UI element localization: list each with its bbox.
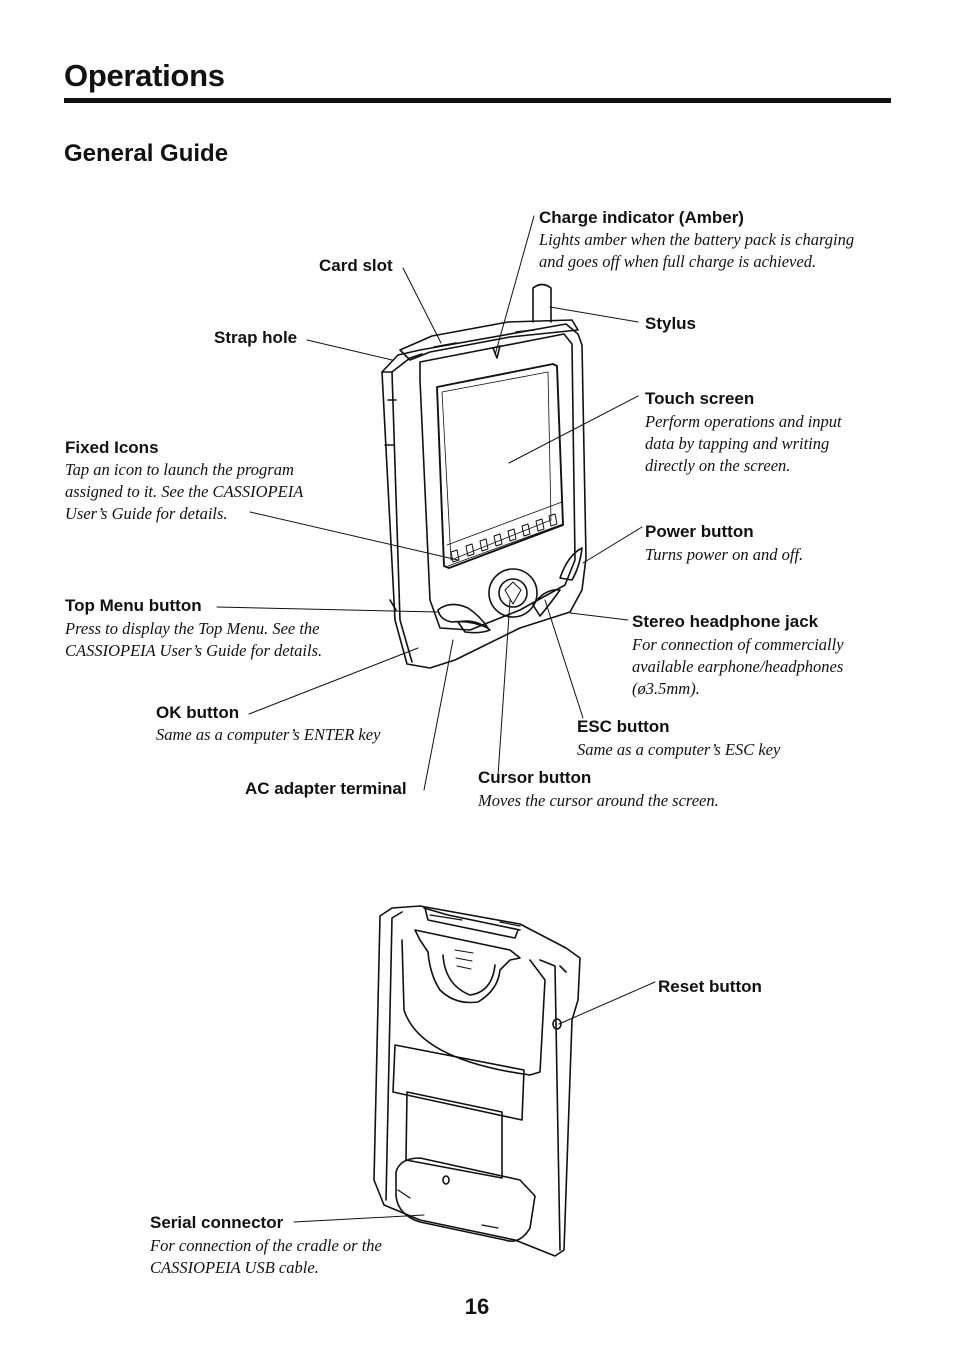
device-back-view — [373, 905, 581, 1257]
cursor-button-label: Cursor button — [478, 768, 592, 787]
leader-card-slot — [402, 267, 442, 344]
touch-screen-desc: Perform operations and input data by tap… — [645, 412, 842, 475]
power-button-label: Power button — [645, 522, 754, 541]
cursor-button-desc: Moves the cursor around the screen. — [478, 791, 719, 810]
section-title: General Guide — [64, 140, 229, 167]
headphone-jack-desc: For connection of commercially available… — [632, 635, 844, 698]
esc-button-desc: Same as a computer’s ESC key — [577, 740, 781, 759]
leader-ok-button — [248, 647, 419, 715]
serial-connector-label: Serial connector — [150, 1213, 284, 1232]
power-button-desc: Turns power on and off. — [645, 545, 804, 564]
top-menu-button-label: Top Menu button — [65, 596, 202, 615]
stylus-label: Stylus — [645, 314, 697, 333]
strap-hole-label: Strap hole — [214, 328, 298, 347]
title-rule — [64, 98, 891, 103]
leader-reset-button — [558, 981, 656, 1025]
charge-indicator-label: Charge indicator (Amber) — [539, 208, 744, 227]
device-front-view — [381, 283, 587, 669]
touch-screen-label: Touch screen — [645, 389, 755, 408]
leader-top-menu — [216, 606, 439, 613]
headphone-jack-label: Stereo headphone jack — [632, 612, 819, 631]
leader-headphone-jack — [569, 612, 629, 621]
ac-adapter-label: AC adapter terminal — [245, 779, 407, 798]
leader-lines — [216, 215, 656, 1223]
ok-button-label: OK button — [156, 703, 240, 722]
leader-esc-button — [544, 599, 584, 719]
leader-strap-hole — [306, 339, 393, 361]
leader-fixed-icons — [249, 511, 459, 561]
esc-button-label: ESC button — [577, 717, 670, 736]
leader-charge-indicator — [494, 215, 535, 356]
fixed-icons-label: Fixed Icons — [65, 438, 159, 457]
leader-cursor-button — [497, 599, 511, 777]
leader-serial-connector — [293, 1214, 425, 1223]
leader-power-button — [582, 526, 643, 564]
ok-button-desc: Same as a computer’s ENTER key — [156, 725, 381, 744]
fixed-icons-desc: Tap an icon to launch the program assign… — [65, 460, 304, 523]
leader-ac-adapter — [423, 639, 454, 791]
card-slot-label: Card slot — [319, 256, 393, 275]
reset-button-label: Reset button — [658, 977, 762, 996]
serial-connector-desc: For connection of the cradle or the CASS… — [150, 1236, 382, 1277]
leader-stylus — [549, 306, 639, 323]
charge-indicator-desc: Lights amber when the battery pack is ch… — [539, 230, 855, 271]
page-number: 16 — [464, 1294, 490, 1319]
top-menu-button-desc: Press to display the Top Menu. See the C… — [65, 619, 323, 660]
page-title: Operations — [64, 58, 225, 93]
leader-touch-screen — [508, 395, 639, 464]
